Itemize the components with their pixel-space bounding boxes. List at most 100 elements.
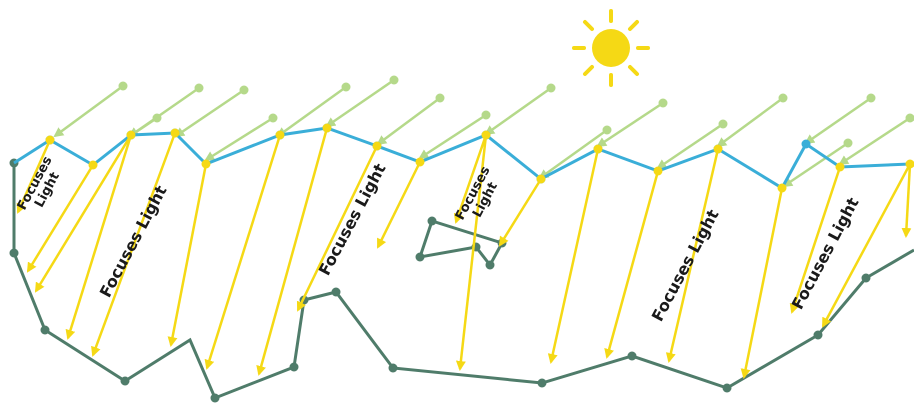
focused-ray: [296, 145, 379, 312]
incoming-ray: [174, 88, 245, 138]
focused-ray-origin: [905, 159, 914, 169]
focused-ray-origin: [653, 166, 663, 176]
label-text: Focuses Light: [96, 182, 171, 301]
label-text: FocusesLight: [15, 154, 68, 220]
focused-ray-origin: [415, 157, 425, 167]
focused-ray: [167, 163, 208, 347]
incoming-ray: [204, 116, 274, 162]
bottom-node: [485, 260, 495, 270]
bottom-node: [388, 363, 398, 373]
incoming-ray-source: [389, 75, 399, 85]
focused-ray: [455, 134, 488, 371]
bottom-node: [415, 252, 425, 262]
incoming-rays: [53, 75, 914, 188]
focused-ray-origin: [88, 160, 98, 170]
incoming-ray-source: [118, 81, 128, 91]
incoming-ray-source: [843, 138, 853, 148]
bottom-outline: [12, 163, 914, 400]
incoming-ray: [656, 122, 724, 170]
focused-ray: [789, 166, 842, 314]
label-text: Focuses Light: [315, 160, 390, 279]
incoming-ray: [838, 116, 911, 166]
focused-ray-origin: [713, 144, 723, 154]
focused-ray: [256, 127, 329, 376]
focused-ray: [453, 134, 488, 224]
bottom-node: [627, 351, 637, 361]
bottom-node: [289, 362, 299, 372]
focused-ray: [65, 134, 133, 340]
focused-ray-origin: [593, 144, 603, 154]
incoming-ray: [128, 86, 200, 138]
focused-ray-origin: [536, 174, 546, 184]
label-focuses-light-5: Focuses Light: [648, 206, 723, 325]
bottom-node: [427, 216, 437, 226]
incoming-ray-source: [778, 93, 788, 103]
focused-ray: [547, 148, 600, 364]
bottom-node: [9, 248, 19, 258]
incoming-ray-source: [866, 93, 876, 103]
incoming-ray: [484, 86, 552, 136]
incoming-ray-source: [546, 83, 556, 93]
focused-ray: [91, 132, 177, 357]
label-text: Focuses Light: [648, 206, 723, 325]
focused-rays: [16, 123, 914, 379]
bottom-node: [861, 273, 871, 283]
incoming-ray-source: [602, 125, 612, 135]
incoming-ray: [538, 128, 608, 180]
focused-ray: [204, 134, 282, 370]
focused-ray-origin: [835, 162, 845, 172]
surface-node: [801, 139, 811, 149]
bottom-node: [537, 378, 547, 388]
focused-ray-origin: [170, 128, 180, 138]
bottom-node: [120, 376, 130, 386]
label-text: FocusesLight: [453, 164, 506, 230]
incoming-ray: [782, 141, 849, 188]
incoming-ray-source: [435, 93, 445, 103]
focused-ray-origin: [201, 159, 211, 169]
incoming-ray: [376, 96, 441, 146]
focused-ray-origin: [45, 135, 55, 145]
focused-ray: [376, 161, 422, 249]
focused-ray: [26, 164, 95, 273]
focused-ray-origin: [275, 130, 285, 140]
incoming-ray-source: [481, 110, 491, 120]
label-focuses-light-2: Focuses Light: [96, 182, 171, 301]
focused-ray-origin: [777, 183, 787, 193]
focused-ray-origin: [481, 130, 491, 140]
focused-ray: [901, 163, 912, 238]
incoming-ray-source: [658, 98, 668, 108]
incoming-ray-source: [905, 113, 914, 123]
focused-ray-origin: [322, 123, 332, 133]
focused-ray: [498, 178, 543, 247]
incoming-ray: [804, 96, 872, 145]
label-focuses-light-4: FocusesLight: [453, 164, 506, 230]
incoming-ray-source: [718, 119, 728, 129]
incoming-ray: [53, 84, 124, 138]
bottom-nodes: [9, 158, 871, 403]
incoming-ray: [596, 101, 664, 148]
incoming-ray-source: [341, 82, 351, 92]
focused-ray: [604, 170, 660, 359]
bottom-node: [40, 325, 50, 335]
focused-ray: [16, 139, 52, 214]
incoming-ray-source: [268, 113, 278, 123]
incoming-ray: [418, 113, 487, 160]
surface-line: [13, 126, 911, 191]
bottom-node: [210, 393, 220, 403]
incoming-ray: [716, 96, 784, 148]
label-focuses-light-1: FocusesLight: [15, 154, 68, 220]
focused-ray: [821, 163, 912, 328]
bottom-node: [722, 383, 732, 393]
focused-ray: [740, 187, 784, 379]
focused-ray-origin: [372, 141, 382, 151]
focused-ray: [665, 148, 720, 363]
focused-ray: [34, 134, 133, 293]
bottom-node: [813, 330, 823, 340]
incoming-ray-source: [194, 83, 204, 93]
incoming-ray-source: [239, 85, 249, 95]
focused-ray-origin: [126, 130, 136, 140]
label-focuses-light-3: Focuses Light: [315, 160, 390, 279]
incoming-ray: [325, 78, 395, 128]
bottom-node: [331, 287, 341, 297]
